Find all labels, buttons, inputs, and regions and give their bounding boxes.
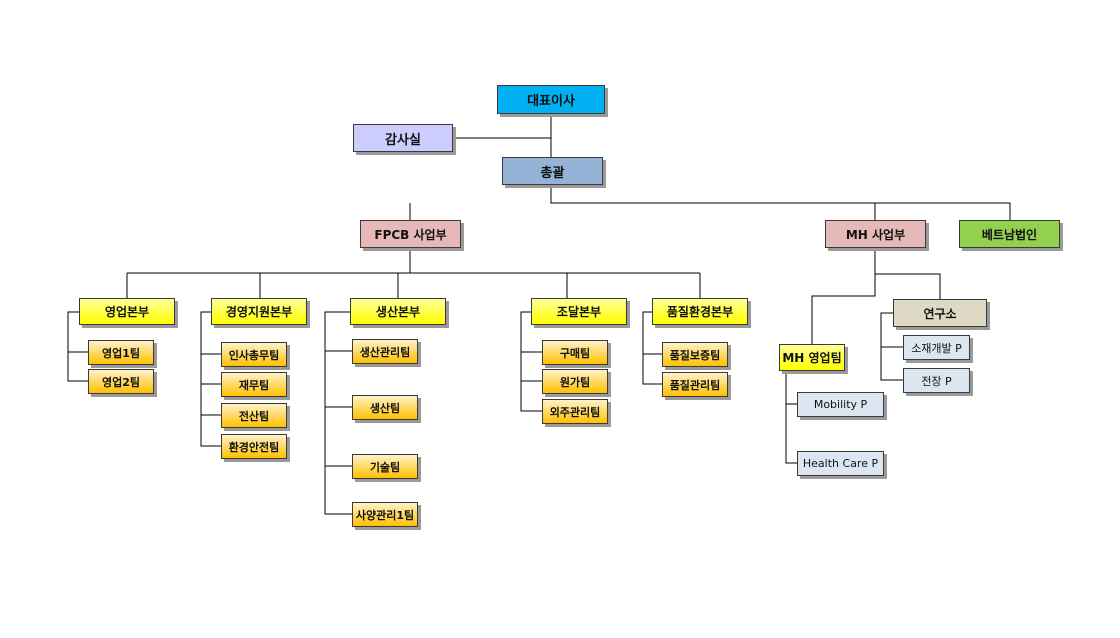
mh-sales-team-box: MH 영업팀 [779, 344, 845, 371]
hr-general-affairs-team-box: 인사총무팀 [221, 342, 287, 367]
health-care-project-box: Health Care P [797, 451, 884, 476]
production-team-box: 생산팀 [352, 395, 418, 420]
quality-assurance-team-box: 품질보증팀 [662, 342, 728, 367]
finance-team-box: 재무팀 [221, 372, 287, 397]
purchasing-team-box: 구매팀 [542, 340, 608, 365]
research-lab-box: 연구소 [893, 299, 987, 327]
quality-environment-hq-box: 품질환경본부 [652, 298, 748, 325]
cost-team-box: 원가팀 [542, 369, 608, 394]
quality-control-team-box: 품질관리팀 [662, 372, 728, 397]
engineering-team-box: 기술팀 [352, 454, 418, 479]
sales-team-1-box: 영업1팀 [88, 340, 154, 365]
general-manager-box: 총괄 [502, 157, 603, 185]
it-team-box: 전산팀 [221, 403, 287, 428]
sales-hq-box: 영업본부 [79, 298, 175, 325]
materials-development-project-box: 소재개발 P [903, 335, 970, 360]
vietnam-subsidiary-box: 베트남법인 [959, 220, 1060, 248]
sales-team-2-box: 영업2팀 [88, 369, 154, 394]
environment-safety-team-box: 환경안전팀 [221, 434, 287, 459]
ceo-box: 대표이사 [497, 85, 605, 114]
audit-office-box: 감사실 [353, 124, 453, 152]
specification-management-team-1-box: 사양관리1팀 [352, 502, 418, 527]
production-hq-box: 생산본부 [350, 298, 446, 325]
management-support-hq-box: 경영지원본부 [211, 298, 307, 325]
procurement-hq-box: 조달본부 [531, 298, 627, 325]
production-management-team-box: 생산관리팀 [352, 339, 418, 364]
mobility-project-box: Mobility P [797, 392, 884, 417]
automotive-electronics-project-box: 전장 P [903, 368, 970, 393]
outsourcing-management-team-box: 외주관리팀 [542, 399, 608, 424]
mh-division-box: MH 사업부 [825, 220, 926, 248]
fpcb-division-box: FPCB 사업부 [360, 220, 461, 248]
